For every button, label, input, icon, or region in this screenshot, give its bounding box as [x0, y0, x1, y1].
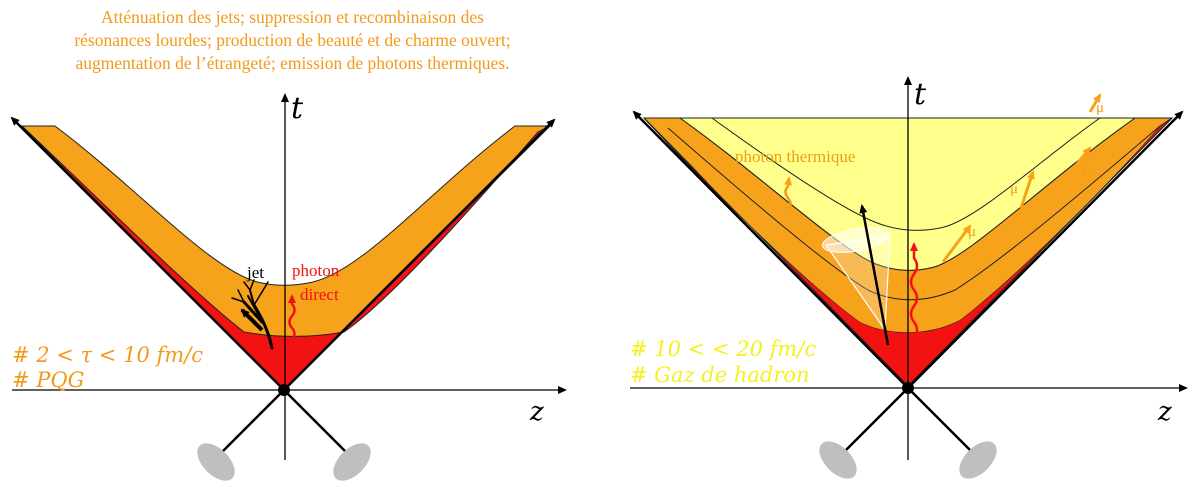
right-note-time: # 10 < < 20 fm/c: [630, 337, 816, 361]
left-beam-1: [217, 389, 285, 457]
left-nucleus-1: [197, 443, 235, 481]
direct-photon-wave-icon: [288, 294, 296, 341]
left-panel: t z jet photon direct: [10, 91, 567, 481]
muon-label: μ: [968, 224, 976, 240]
left-lightcone-left: [10, 116, 285, 391]
caption-line-2: résonances lourdes; production de beauté…: [74, 30, 511, 50]
right-nucleus-1: [819, 441, 857, 479]
left-z-axis-label: z: [529, 397, 544, 427]
right-t-axis-label: t: [914, 77, 927, 112]
left-note-time: # 2 < τ < 10 fm/c: [12, 343, 203, 367]
jet-cone-cap-icon: [821, 227, 891, 253]
thermal-photon-label: photon thermique: [735, 147, 855, 166]
right-collision-point: [902, 382, 914, 394]
right-jet-arrow-icon: [859, 204, 890, 346]
muon-arrow-icon: [1019, 170, 1035, 209]
left-t-axis-label: t: [291, 91, 304, 126]
left-red-region: [21, 125, 551, 391]
thermal-photon-wave-icon: [784, 176, 793, 211]
right-lightcone-right: [907, 110, 1184, 389]
right-beam-2: [907, 387, 975, 455]
right-z-axis-label: z: [1157, 397, 1172, 427]
left-note-phase: # PQG: [12, 368, 84, 392]
right-nucleus-2: [959, 441, 997, 479]
right-isochrone-line: [667, 125, 1161, 301]
left-beam-2: [283, 389, 351, 457]
right-beam-1: [841, 387, 909, 455]
muon-arrow-icon: [1062, 146, 1092, 181]
muon-label: μ: [1096, 100, 1104, 116]
right-panel: t z photon thermique μ μ μ μ # 10 < < 2: [630, 76, 1188, 479]
muon-label: μ: [1082, 160, 1090, 176]
right-inner-orange-region: [660, 126, 1160, 333]
right-note-phase: # Gaz de hadron: [630, 363, 810, 387]
caption-line-3: augmentation de l’étrangeté; emission de…: [75, 53, 510, 73]
jet-label: jet: [246, 263, 264, 282]
left-collision-point: [278, 384, 290, 396]
jet-icon: [231, 279, 274, 350]
left-nucleus-2: [333, 443, 371, 481]
caption: Atténuation des jets; suppression et rec…: [10, 6, 575, 75]
right-lightcone-left: [632, 110, 909, 389]
photon-label: photon: [292, 261, 340, 280]
jet-arrow-icon: [240, 308, 264, 332]
muon-label: μ: [1010, 181, 1018, 197]
left-lightcone-right: [283, 118, 556, 391]
muon-arrow-icon: [941, 224, 972, 263]
caption-line-1: Atténuation des jets; suppression et rec…: [101, 7, 484, 27]
direct-label: direct: [300, 285, 339, 304]
right-photon-wave-icon: [909, 242, 919, 339]
muon-arrow-icon: [1088, 93, 1102, 113]
